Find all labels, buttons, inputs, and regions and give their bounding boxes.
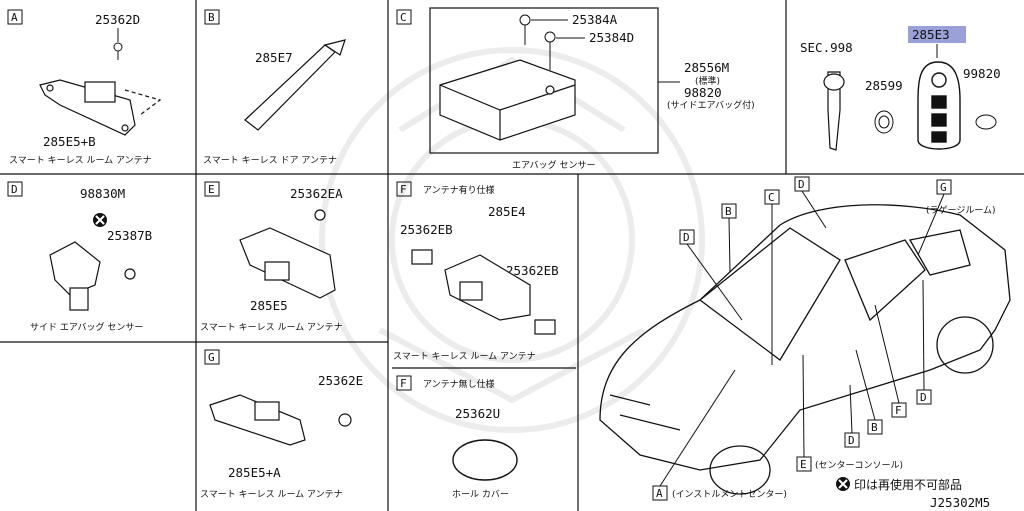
part-25362e[interactable]: 25362E bbox=[318, 373, 363, 388]
part-25384a[interactable]: 25384A bbox=[572, 12, 618, 27]
panel-d: D 98830M 25387B サイド エアバッグ センサー bbox=[7, 181, 152, 333]
car-outline bbox=[599, 204, 1011, 495]
panel-b-caption: スマート キーレス ドア アンテナ bbox=[203, 155, 337, 166]
label-instrument-center: (インストルメントセンター) bbox=[672, 489, 787, 500]
part-285e7[interactable]: 285E7 bbox=[255, 50, 293, 65]
room-antenna-e-icon bbox=[239, 209, 336, 299]
svg-text:G: G bbox=[940, 181, 947, 194]
vehicle-location-view: D B C D G (ラゲージルーム) D bbox=[599, 176, 1011, 501]
panel-e-caption: スマート キーレス ルーム アンテナ bbox=[200, 322, 343, 333]
airbag-sensor-icon bbox=[439, 59, 576, 141]
legend-text: 印は再使用不可部品 bbox=[854, 477, 962, 492]
panel-f-heading-without-antenna: アンテナ無し仕様 bbox=[423, 378, 495, 390]
svg-text:D: D bbox=[848, 434, 855, 447]
panel-f-heading-with-antenna: アンテナ有り仕様 bbox=[423, 184, 495, 196]
label-center-console: (センターコンソール) bbox=[815, 460, 903, 471]
non-reusable-icon bbox=[93, 213, 107, 227]
panel-a-caption: スマート キーレス ルーム アンテナ bbox=[9, 155, 152, 166]
svg-text:B: B bbox=[871, 421, 878, 434]
callout-g[interactable]: G (ラゲージルーム) bbox=[917, 179, 996, 256]
diagram-id: J25302M5 bbox=[930, 495, 990, 510]
emblem-icon bbox=[975, 114, 997, 130]
smart-key-fob-icon bbox=[917, 61, 961, 150]
panel-g-caption: スマート キーレス ルーム アンテナ bbox=[200, 489, 343, 500]
part-285e4[interactable]: 285E4 bbox=[488, 204, 526, 219]
side-airbag-sensor-icon bbox=[49, 241, 136, 311]
battery-icon bbox=[874, 110, 894, 134]
part-25362ea[interactable]: 25362EA bbox=[290, 186, 343, 201]
svg-text:E: E bbox=[800, 458, 807, 471]
part-98820[interactable]: 98820 bbox=[684, 85, 722, 100]
panel-f2-letter: F bbox=[400, 377, 407, 390]
part-25387b[interactable]: 25387B bbox=[107, 228, 152, 243]
svg-text:C: C bbox=[768, 191, 775, 204]
note-side-airbag: (サイドエアバッグ付) bbox=[667, 99, 755, 111]
part-285e5-b[interactable]: 285E5+B bbox=[43, 134, 96, 149]
part-285e3[interactable]: 285E3 bbox=[912, 27, 950, 42]
svg-text:D: D bbox=[683, 231, 690, 244]
panel-f-caption-2: ホール カバー bbox=[452, 489, 509, 500]
part-25362u[interactable]: 25362U bbox=[455, 406, 500, 421]
note-standard: (標準) bbox=[695, 75, 720, 87]
panel-a-letter: A bbox=[11, 11, 18, 24]
panel-e: E 25362EA 285E5 スマート キーレス ルーム アンテナ bbox=[200, 181, 343, 333]
panel-e-letter: E bbox=[208, 183, 215, 196]
panel-f-caption: スマート キーレス ルーム アンテナ bbox=[393, 351, 536, 362]
part-28556m[interactable]: 28556M bbox=[684, 60, 729, 75]
callout-d-right[interactable]: D bbox=[916, 279, 932, 405]
callout-e[interactable]: E (センターコンソール) bbox=[796, 354, 903, 472]
highlight-box bbox=[908, 26, 966, 43]
part-28599[interactable]: 28599 bbox=[865, 78, 903, 93]
part-285e5[interactable]: 285E5 bbox=[250, 298, 288, 313]
panel-g-letter: G bbox=[208, 351, 215, 364]
svg-text:F: F bbox=[895, 404, 902, 417]
part-25362eb-left[interactable]: 25362EB bbox=[400, 222, 453, 237]
panel-b: B 285E7 スマート キーレス ドア アンテナ bbox=[203, 9, 346, 166]
callout-d-left[interactable]: D bbox=[679, 229, 743, 321]
room-antenna-g-icon bbox=[209, 394, 352, 446]
room-antenna-f-icon bbox=[411, 249, 556, 335]
panel-f-letter: F bbox=[400, 183, 407, 196]
callout-b-lower[interactable]: B bbox=[855, 349, 883, 435]
panel-g: G 25362E 285E5+A スマート キーレス ルーム アンテナ bbox=[200, 349, 363, 500]
legend: 印は再使用不可部品 J25302M5 bbox=[836, 477, 990, 510]
hole-cover-icon bbox=[452, 439, 518, 481]
callout-d-lower[interactable]: D bbox=[844, 384, 860, 448]
svg-text:A: A bbox=[656, 487, 663, 500]
callout-d-top[interactable]: D bbox=[794, 176, 827, 229]
panel-c-caption: エアバッグ センサー bbox=[512, 159, 596, 171]
svg-text:B: B bbox=[725, 205, 732, 218]
panel-b-letter: B bbox=[208, 11, 215, 24]
panel-f: F アンテナ有り仕様 285E4 25362EB 25362EB スマート キー… bbox=[393, 181, 559, 500]
door-antenna-icon bbox=[244, 39, 346, 131]
panel-a-letter-box bbox=[7, 9, 23, 25]
part-25384d[interactable]: 25384D bbox=[589, 30, 634, 45]
part-98830m[interactable]: 98830M bbox=[80, 186, 125, 201]
blade-key-icon bbox=[823, 71, 845, 151]
callout-f[interactable]: F bbox=[874, 304, 907, 418]
callout-c[interactable]: C bbox=[764, 189, 780, 365]
panel-d-caption: サイド エアバッグ センサー bbox=[30, 321, 143, 333]
part-285e5-a[interactable]: 285E5+A bbox=[228, 465, 281, 480]
svg-text:D: D bbox=[920, 391, 927, 404]
panel-c: C 25384A 25384D 28556M (標準) 98820 (サイドエア… bbox=[396, 7, 755, 171]
screw-icon bbox=[113, 42, 123, 60]
panel-d-letter: D bbox=[11, 183, 18, 196]
sec-998[interactable]: SEC.998 bbox=[800, 40, 853, 55]
label-luggage-room: (ラゲージルーム) bbox=[926, 204, 996, 216]
svg-text:D: D bbox=[798, 178, 805, 191]
callout-b-top[interactable]: B bbox=[721, 203, 737, 273]
panel-c-letter: C bbox=[400, 11, 407, 24]
bolt-icons bbox=[519, 14, 556, 70]
part-99820-key[interactable]: 99820 bbox=[963, 66, 1001, 81]
panel-key: SEC.998 285E3 28599 99820 bbox=[800, 26, 1001, 151]
antenna-bracket-a-icon bbox=[39, 79, 162, 136]
panel-a: A 25362D 285E5+B スマート キーレス ルーム アンテナ bbox=[7, 9, 162, 166]
callout-a[interactable]: A (インストルメントセンター) bbox=[652, 369, 787, 501]
part-25362d[interactable]: 25362D bbox=[95, 12, 140, 27]
part-25362eb-right[interactable]: 25362EB bbox=[506, 263, 559, 278]
